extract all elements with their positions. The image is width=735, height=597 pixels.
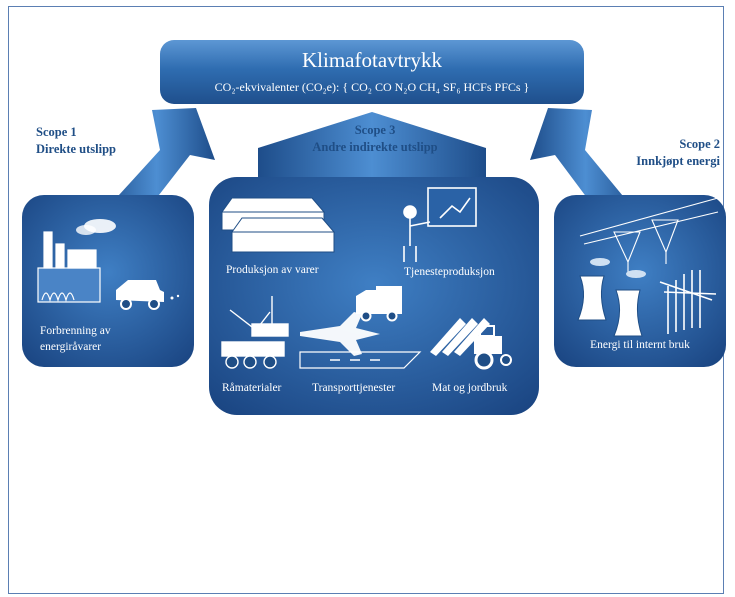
scope3-arrow: [258, 112, 486, 180]
center-item-produksjon: Produksjon av varer: [226, 264, 319, 276]
boxes-icon: [221, 197, 336, 253]
excavator-icon: [221, 296, 289, 369]
panel-left-label-line1: Forbrenning av: [40, 325, 111, 337]
wind-turbine-icon: [659, 270, 717, 334]
header-subtitle: CO₂-ekvivalenter (CO₂e): { CO₂ CO N₂O CH…: [214, 80, 530, 94]
factory-icon: [37, 219, 116, 303]
center-item-ramaterialer: Råmaterialer: [222, 382, 282, 394]
panel-left-label: Forbrenning av energiråvarer: [40, 323, 111, 355]
panel-left-label-line2: energiråvarer: [40, 341, 102, 353]
panel-right: [554, 195, 726, 367]
scope3-desc: Andre indirekte utslipp: [312, 140, 438, 154]
tractor-icon: [430, 318, 512, 370]
scope3-name: Scope 3: [354, 123, 396, 137]
truck-icon: [356, 286, 402, 322]
page-title: Klimafotavtrykk: [302, 48, 442, 72]
airplane-icon: [299, 312, 422, 369]
scope2-name: Scope 2: [679, 137, 720, 151]
scope1-arrow: [98, 108, 215, 222]
scope2-arrow: [530, 108, 641, 222]
scope1-label: Scope 1 Direkte utslipp: [36, 124, 116, 158]
center-item-mat: Mat og jordbruk: [432, 382, 508, 394]
scope3-label: Scope 3 Andre indirekte utslipp: [300, 122, 450, 156]
power-line-icon: [579, 197, 719, 272]
scope1-desc: Direkte utslipp: [36, 142, 116, 156]
car-icon: [116, 280, 180, 310]
scope2-desc: Innkjøpt energi: [636, 154, 720, 168]
scope2-label: Scope 2 Innkjøpt energi: [612, 136, 720, 170]
header-box: [160, 40, 584, 104]
panel-right-label: Energi til internt bruk: [590, 339, 690, 351]
teacher-icon: [403, 187, 477, 262]
panel-left: [22, 195, 194, 367]
scope1-name: Scope 1: [36, 125, 77, 139]
center-item-tjeneste: Tjenesteproduksjon: [404, 266, 495, 278]
cooling-tower-icon: [577, 258, 646, 337]
center-item-transport: Transporttjenester: [312, 382, 396, 394]
